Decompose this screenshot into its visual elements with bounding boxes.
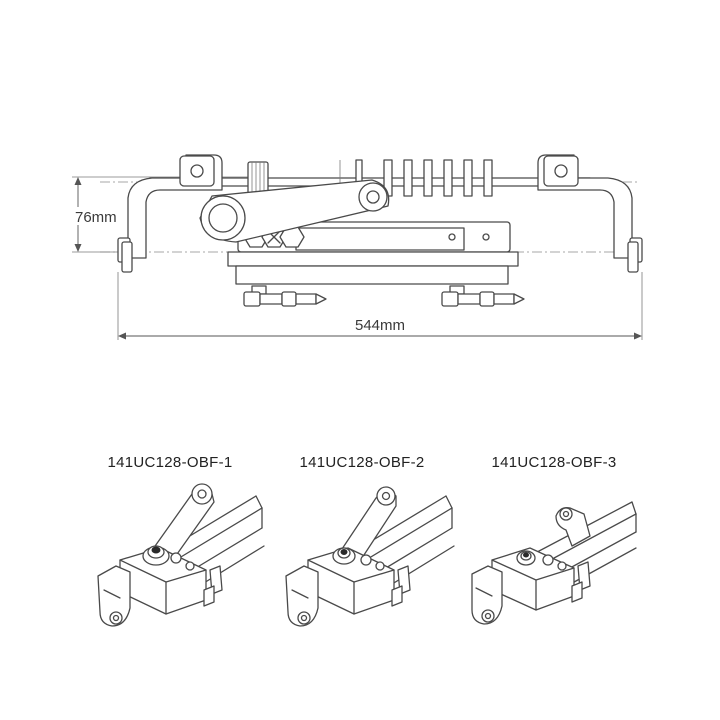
height-dimension: 76mm bbox=[72, 177, 124, 252]
knurled-collar bbox=[247, 161, 269, 195]
right-bracket bbox=[537, 154, 643, 273]
variant-label-1: 141UC128-OBF-1 bbox=[107, 454, 232, 471]
variant-label-3: 141UC128-OBF-3 bbox=[491, 454, 616, 471]
variant-2-drawing bbox=[285, 486, 455, 627]
width-dimension-label: 544mm bbox=[355, 317, 405, 334]
tiller-arm bbox=[199, 179, 390, 243]
hose-fitting-left bbox=[243, 285, 327, 307]
height-dimension-label: 76mm bbox=[75, 209, 117, 226]
cooling-fins bbox=[339, 159, 493, 197]
variant-1-drawing bbox=[97, 483, 265, 627]
width-dimension: 544mm bbox=[117, 272, 643, 340]
left-bracket bbox=[117, 154, 223, 273]
variant-3-drawing bbox=[471, 501, 637, 625]
hose-fitting-right bbox=[441, 285, 525, 307]
variant-label-2: 141UC128-OBF-2 bbox=[299, 454, 424, 471]
cylinder-front-view: 76mm 544mm bbox=[72, 154, 643, 340]
